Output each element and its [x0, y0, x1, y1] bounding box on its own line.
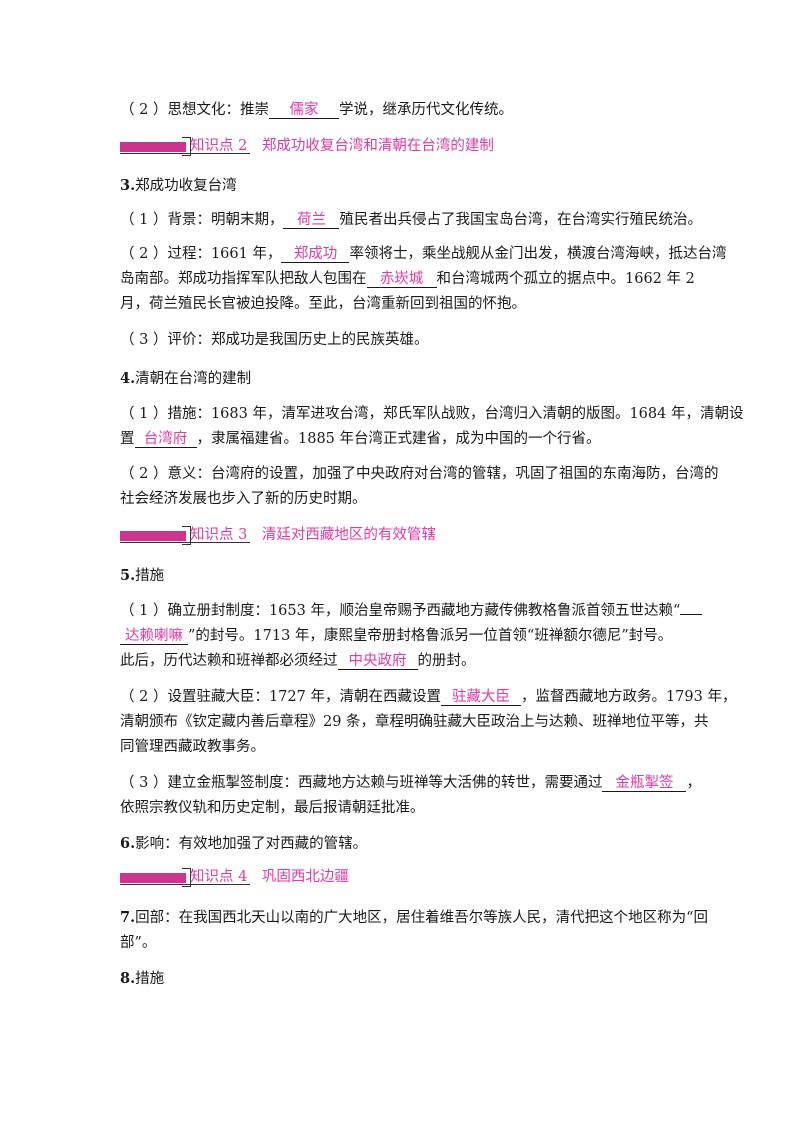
answer-blank: 郑成功 [281, 246, 350, 263]
paragraph-investiture-line1: （ 1 ）确立册封制度：1653 年，顺治皇帝赐予西藏地方藏传佛教格鲁派首领五世… [120, 602, 703, 620]
item-8-title: 8.措施 [120, 970, 165, 987]
answer-blank: 中央政府 [337, 653, 418, 670]
heading-tag-box [182, 868, 191, 887]
item-7-line1: 7.回部：在我国西北天山以南的广大地区，居住着维吾尔等族人民，清代把这个地区称为… [120, 909, 709, 926]
heading-tag-box [182, 137, 191, 156]
section-heading-3: 知识点 3 清廷对西藏地区的有效管辖 [120, 526, 690, 546]
heading-tag-bar [120, 531, 186, 541]
item-7-line2: 部”。 [120, 935, 157, 951]
item-6-impact: 6.影响：有效地加强了对西藏的管辖。 [120, 835, 368, 852]
paragraph-process-line1: （ 2 ）过程：1661 年，郑成功率领将士，乘坐战舰从金门出发，横渡台湾海峡，… [120, 246, 727, 263]
heading-underline [120, 153, 250, 154]
paragraph-significance-line2: 社会经济发展也步入了新的历史时期。 [120, 491, 367, 507]
paragraph-background: （ 1 ）背景：明朝末期，荷兰殖民者出兵侵占了我国宝岛台湾，在台湾实行殖民统治。 [120, 212, 702, 229]
paragraph-amban-line2: 清朝颁布《钦定藏内善后章程》29 条，章程明确驻藏大臣政治上与达赖、班禅地位平等… [120, 714, 709, 730]
item-4-title: 4.清朝在台湾的建制 [120, 370, 252, 387]
paragraph-significance-line1: （ 2 ）意义：台湾府的设置，加强了中央政府对台湾的管辖，巩固了祖国的东南海防，… [120, 466, 719, 482]
paragraph-amban-line3: 同管理西藏政教事务。 [120, 739, 265, 755]
item-3-title: 3.郑成功收复台湾 [120, 177, 237, 194]
answer-blank: 赤崁城 [366, 271, 437, 288]
heading-tag-bar [120, 873, 186, 883]
answer-blank: 金瓶掣签 [602, 775, 687, 792]
answer-blank: 驻藏大臣 [440, 689, 521, 706]
paragraph-investiture-line3: 此后，历代达赖和班禅都必须经过中央政府的册封。 [120, 653, 476, 670]
section-heading-2: 知识点 2 郑成功收复台湾和清朝在台湾的建制 [120, 137, 690, 157]
paragraph-process-line2: 岛南部。郑成功指挥军队把敌人包围在赤崁城和台湾城两个孤立的据点中。1662 年 … [120, 271, 695, 288]
item-5-title: 5.措施 [120, 567, 165, 584]
answer-blank: 台湾府 [134, 431, 197, 448]
paragraph-golden-urn-line1: （ 3 ）建立金瓶掣签制度：西藏地方达赖与班禅等大活佛的转世，需要通过金瓶掣签， [120, 775, 701, 792]
paragraph-investiture-line2: 达赖喇嘛”的封号。1713 年，康熙皇帝册封格鲁派另一位首领“班禅额尔德尼”封号… [120, 627, 690, 645]
heading-underline [120, 542, 250, 543]
paragraph-measures-line2: 置台湾府，隶属福建省。1885 年台湾正式建省，成为中国的一个行省。 [120, 431, 601, 448]
answer-blank: 儒家 [268, 102, 339, 119]
paragraph-amban-line1: （ 2 ）设置驻藏大臣：1727 年，清朝在西藏设置驻藏大臣，监督西藏地方政务。… [120, 689, 737, 706]
answer-blank: 达赖喇嘛 [120, 628, 188, 645]
heading-tag-bar [120, 142, 186, 152]
paragraph-evaluation: （ 3 ）评价：郑成功是我国历史上的民族英雄。 [120, 332, 429, 348]
paragraph-ideology: （ 2 ）思想文化：推崇儒家学说，继承历代文化传统。 [120, 102, 513, 119]
heading-tag-box [182, 526, 191, 545]
section-heading-4: 知识点 4 巩固西北边疆 [120, 868, 690, 888]
heading-underline [120, 884, 250, 885]
paragraph-process-line3: 月，荷兰殖民长官被迫投降。至此，台湾重新回到祖国的怀抱。 [120, 296, 526, 312]
paragraph-golden-urn-line2: 依照宗教仪轨和历史定制，最后报请朝廷批准。 [120, 800, 425, 816]
paragraph-measures-line1: （ 1 ）措施：1683 年，清军进攻台湾，郑氏军队战败，台湾归入清朝的版图。1… [120, 406, 744, 422]
answer-blank: 荷兰 [283, 212, 340, 229]
